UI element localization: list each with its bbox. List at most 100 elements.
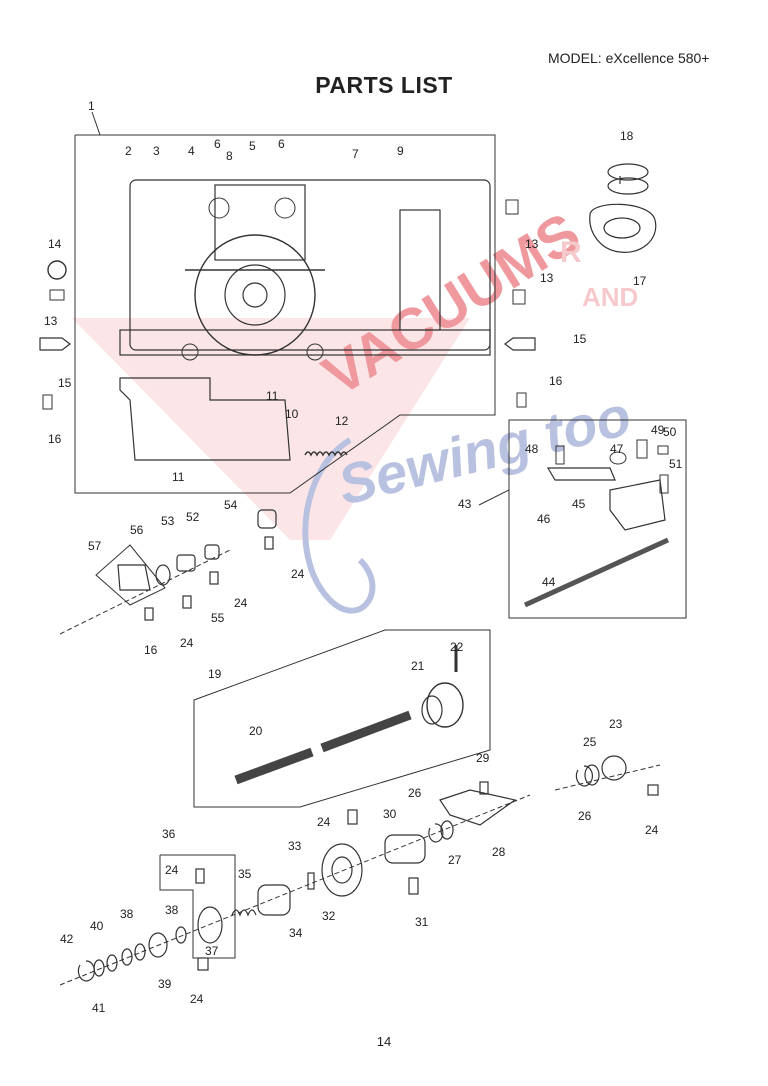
pulley-21	[426, 682, 464, 728]
callout-label: 41	[92, 1001, 106, 1015]
leader-1	[91, 111, 101, 136]
callout-label: 49	[651, 423, 665, 437]
side-rail	[399, 209, 441, 331]
arm-28	[439, 789, 517, 826]
callout-label: 47	[610, 442, 624, 456]
callout-label: 12	[335, 414, 349, 428]
bobbin-assembly	[589, 163, 657, 253]
screw-24-mid	[264, 536, 274, 550]
watermark-red-wedge	[72, 318, 470, 540]
screw-51	[659, 474, 669, 494]
callout-label: 24	[291, 567, 305, 581]
frame-assembly	[39, 111, 536, 494]
callout-label: 55	[211, 611, 225, 625]
callout-label: 50	[663, 425, 677, 439]
callout-label: 38	[165, 903, 179, 917]
main-gear-hub	[224, 264, 286, 326]
screw-13-right-b	[512, 289, 526, 305]
bushing-53	[176, 554, 196, 572]
washer-40	[106, 954, 118, 972]
washer-25	[584, 764, 600, 786]
callout-label: 16	[144, 643, 158, 657]
callout-label: 24	[190, 992, 204, 1006]
model-label: MODEL: eXcellence 580+	[548, 50, 710, 66]
callout-label: 36	[162, 827, 176, 841]
callout-label: 52	[186, 510, 200, 524]
callout-label: 30	[383, 807, 397, 821]
callout-label: 42	[60, 932, 74, 946]
screw-16-mid	[144, 607, 154, 621]
bracket-46	[546, 467, 616, 481]
screw-13-left	[49, 289, 65, 301]
nut-50	[657, 445, 669, 455]
collar-23	[601, 755, 627, 781]
callout-label: 35	[238, 867, 252, 881]
watermark-side1: R	[560, 236, 582, 269]
bushing-54	[257, 509, 277, 529]
watermark: VACUUMS R AND Sewing too	[72, 200, 638, 614]
callout-label: 26	[578, 809, 592, 823]
callout-label: 56	[130, 523, 144, 537]
shaft-20-a	[234, 747, 314, 785]
callout-label: 6	[278, 137, 285, 151]
bobbin-18-top	[607, 163, 649, 181]
callout-label: 1	[88, 99, 95, 113]
screw-31	[408, 877, 419, 895]
callout-label: 23	[609, 717, 623, 731]
callout-label: 16	[48, 432, 62, 446]
callout-label: 24	[180, 636, 194, 650]
washer-27	[440, 820, 454, 840]
box-36	[159, 854, 236, 959]
screw-29	[479, 781, 489, 795]
bobbin-case-17-inner	[603, 217, 641, 239]
screw-lower-right	[306, 343, 324, 361]
screw-24-b	[182, 595, 192, 609]
axis-line-lower	[59, 794, 531, 986]
callout-label: 29	[476, 751, 490, 765]
page-number: 14	[376, 1034, 392, 1049]
callout-label: 5	[249, 139, 256, 153]
callout-label: 28	[492, 845, 506, 859]
pin-15-right	[504, 337, 536, 351]
callout-label: 11	[266, 389, 279, 403]
screw-24-a	[209, 571, 219, 585]
needle-bar-bracket	[214, 184, 306, 261]
callout-label: 48	[525, 442, 539, 456]
pulley-21-front	[421, 695, 443, 725]
axis-line-57	[59, 549, 231, 635]
shaft-20-b	[320, 710, 412, 753]
callout-label: 21	[411, 659, 425, 673]
callout-label: 17	[633, 274, 647, 288]
callout-label: 18	[620, 129, 634, 143]
callout-label: 25	[583, 735, 597, 749]
callout-label: 53	[161, 514, 175, 528]
screw-left	[208, 197, 230, 219]
screw-13-right-a	[505, 199, 519, 215]
callout-label: 32	[322, 909, 336, 923]
washer-14	[47, 260, 67, 280]
clip-26-right	[575, 765, 593, 787]
callout-label: 46	[537, 512, 551, 526]
screw-24-right	[647, 784, 659, 796]
callout-label: 15	[573, 332, 587, 346]
callout-label: 8	[226, 149, 233, 163]
axis-line-right	[554, 764, 661, 791]
washer-47	[609, 451, 627, 465]
callout-label: 27	[448, 853, 462, 867]
watermark-side2: AND	[582, 282, 638, 312]
frame-bar	[119, 329, 491, 356]
callout-label: 24	[645, 823, 659, 837]
box-43	[508, 419, 687, 619]
screw-16-left	[42, 394, 53, 410]
bracket-45	[609, 479, 666, 531]
spring-12	[304, 451, 348, 457]
callout-label: 13	[44, 314, 58, 328]
callout-label: 57	[88, 539, 102, 553]
frame-outline	[74, 134, 496, 494]
bobbin-case-17	[589, 203, 657, 253]
shaft-assembly	[193, 629, 491, 808]
callout-label: 13	[525, 237, 539, 251]
callout-label: 7	[352, 147, 359, 161]
screw-lower-left	[181, 343, 199, 361]
